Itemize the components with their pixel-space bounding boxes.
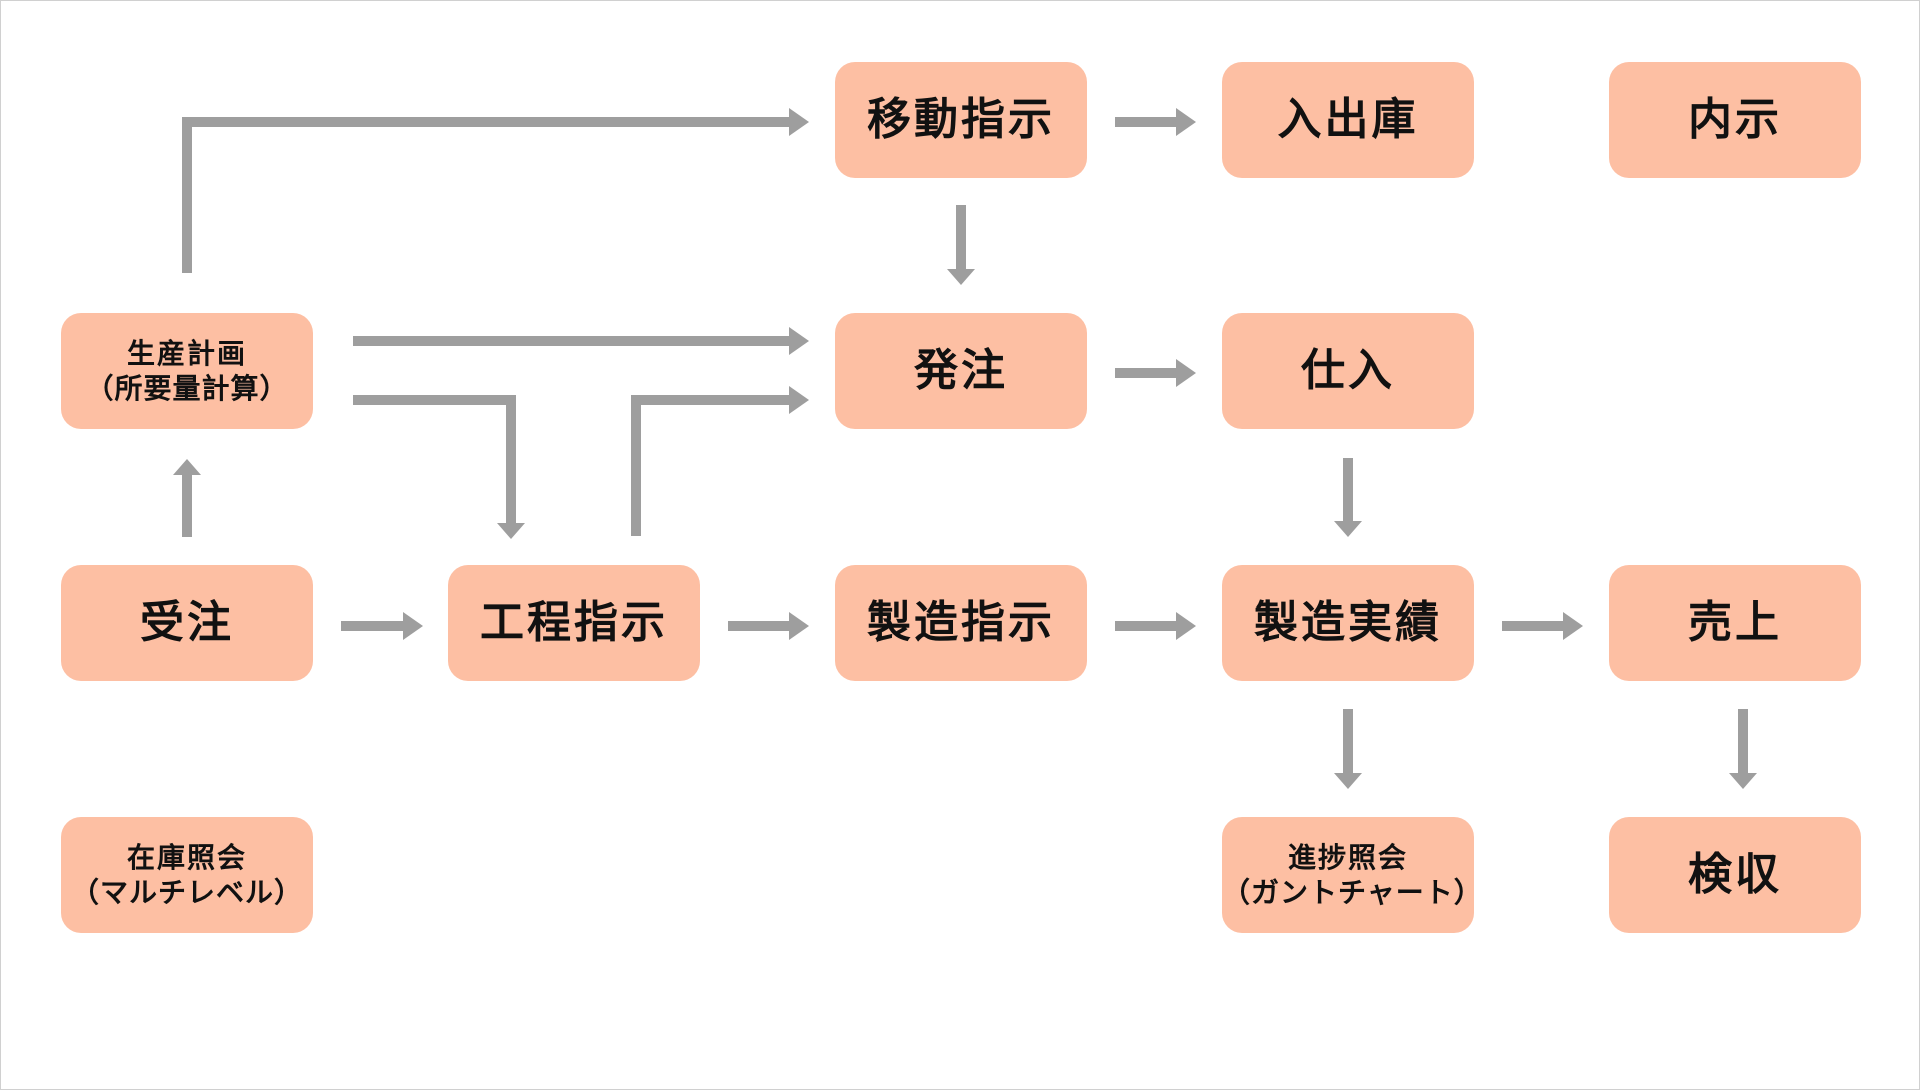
node-kenshu: 検収 — [1609, 817, 1861, 933]
node-label: 内示 — [1688, 93, 1782, 145]
node-label: 在庫照会 — [126, 841, 247, 874]
node-idou-shiji: 移動指示 — [835, 62, 1087, 178]
node-sublabel: （マルチレベル） — [70, 876, 303, 909]
arrow-koutei-to-hacchu — [631, 395, 789, 536]
arrow-seisan-to-koutei — [353, 395, 516, 523]
node-label: 生産計画 — [126, 337, 247, 370]
node-seisan-keikaku: 生産計画 （所要量計算） — [61, 313, 313, 429]
node-label: 製造指示 — [867, 596, 1055, 648]
node-label: 売上 — [1688, 596, 1782, 648]
node-juchu: 受注 — [61, 565, 313, 681]
node-koutei-shiji: 工程指示 — [448, 565, 700, 681]
node-seizo-shiji: 製造指示 — [835, 565, 1087, 681]
node-label: 工程指示 — [480, 596, 668, 648]
arrowhead-right — [789, 386, 809, 414]
arrowhead-down — [947, 269, 975, 285]
node-label: 仕入 — [1301, 344, 1395, 396]
node-seizo-jisseki: 製造実績 — [1222, 565, 1474, 681]
node-sublabel: （所要量計算） — [85, 372, 289, 405]
node-label: 検収 — [1688, 848, 1782, 900]
arrow-seisan-to-idou — [182, 117, 789, 273]
arrowhead-right — [403, 612, 423, 640]
node-sublabel: （ガントチャート） — [1222, 876, 1483, 909]
arrowhead-right — [1176, 359, 1196, 387]
node-hacchu: 発注 — [835, 313, 1087, 429]
node-naiji: 内示 — [1609, 62, 1861, 178]
arrowhead-down — [1729, 773, 1757, 789]
node-label: 入出庫 — [1277, 93, 1419, 145]
arrowhead-right — [789, 612, 809, 640]
arrowhead-down — [1334, 521, 1362, 537]
arrowhead-right — [1176, 612, 1196, 640]
node-shiire: 仕入 — [1222, 313, 1474, 429]
arrowhead-right — [1176, 108, 1196, 136]
node-label: 受注 — [140, 596, 234, 648]
node-label: 進捗照会 — [1287, 841, 1408, 874]
arrowhead-right — [789, 327, 809, 355]
node-uriage: 売上 — [1609, 565, 1861, 681]
node-label: 発注 — [914, 344, 1008, 396]
node-label: 移動指示 — [867, 93, 1055, 145]
node-label: 製造実績 — [1254, 596, 1442, 648]
arrowhead-right — [789, 108, 809, 136]
node-nyushukko: 入出庫 — [1222, 62, 1474, 178]
node-shinchoku-shoukai: 進捗照会 （ガントチャート） — [1222, 817, 1483, 933]
arrowhead-down — [497, 523, 525, 539]
arrowhead-down — [1334, 773, 1362, 789]
arrowhead-up — [173, 459, 201, 475]
node-zaiko-shoukai: 在庫照会 （マルチレベル） — [61, 817, 313, 933]
arrowhead-right — [1563, 612, 1583, 640]
